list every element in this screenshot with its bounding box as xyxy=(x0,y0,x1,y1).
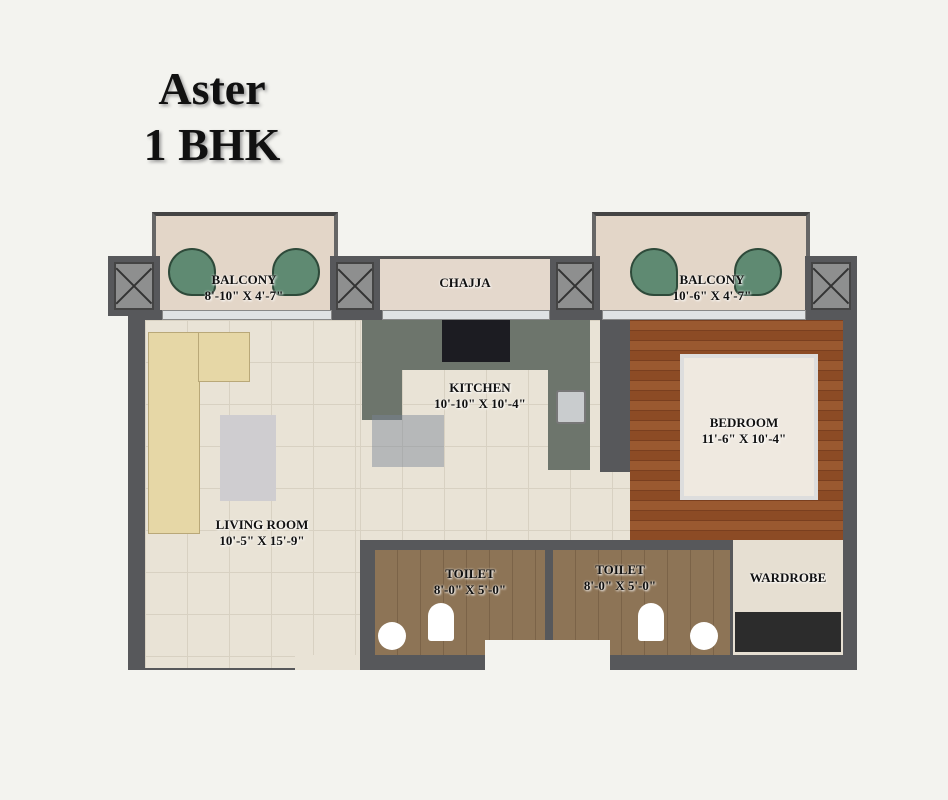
shaft-icon xyxy=(336,262,374,310)
chajja-label: CHAJJA xyxy=(439,275,491,290)
sink-icon xyxy=(556,390,586,424)
shaft-icon xyxy=(811,262,851,310)
toilet-icon xyxy=(638,603,664,641)
sofa xyxy=(198,332,250,382)
basin-icon xyxy=(378,622,406,650)
shaft-icon xyxy=(556,262,594,310)
wardrobe-label: WARDROBE xyxy=(749,570,827,585)
entrance xyxy=(295,655,360,670)
stove-icon xyxy=(442,320,510,362)
window xyxy=(602,310,806,320)
passage xyxy=(485,640,610,670)
chair-icon xyxy=(630,248,678,296)
coffee-table xyxy=(220,415,276,501)
bed xyxy=(680,354,818,500)
sofa xyxy=(148,332,200,534)
project-name: Aster xyxy=(158,63,266,114)
chair-icon xyxy=(168,248,216,296)
window xyxy=(162,310,332,320)
dining-table xyxy=(372,415,444,467)
window xyxy=(382,310,550,320)
kitchen-counter xyxy=(362,320,402,420)
shaft-icon xyxy=(114,262,154,310)
wall xyxy=(600,320,630,472)
wardrobe-rack xyxy=(735,612,841,652)
toilet-icon xyxy=(428,603,454,641)
unit-type: 1 BHK xyxy=(143,119,281,170)
chajja xyxy=(380,256,550,313)
basin-icon xyxy=(690,622,718,650)
